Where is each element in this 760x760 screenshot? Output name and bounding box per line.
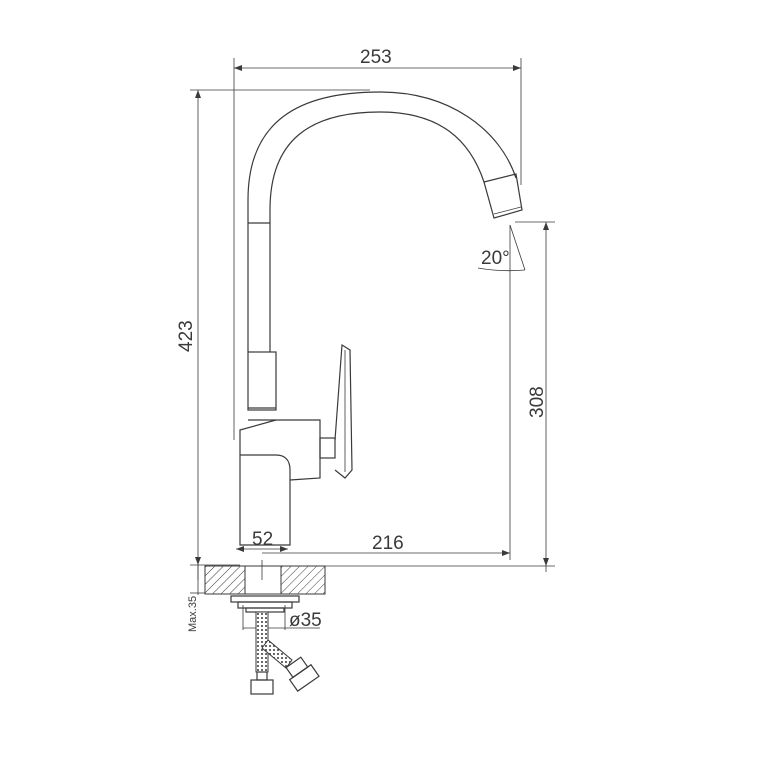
dim-216-label: 216 <box>372 533 404 554</box>
dim-base-width: 52 <box>236 529 288 552</box>
dim-20deg-label: 20° <box>481 248 510 269</box>
dim-308-label: 308 <box>527 386 548 418</box>
countertop <box>204 560 326 595</box>
dim-spout-angle: 20° <box>477 224 526 272</box>
dim-total-width: 253 <box>233 47 522 440</box>
dim-spout-reach: 216 <box>262 225 511 560</box>
faucet-body <box>239 91 523 546</box>
dim-423-label: 423 <box>176 320 197 352</box>
supply-hoses <box>250 611 320 695</box>
dim-52-label: 52 <box>252 529 273 550</box>
dim-253-label: 253 <box>360 47 392 68</box>
dim-35-diameter-label: ø35 <box>289 610 322 631</box>
mounting-hardware: ø35 <box>230 595 322 631</box>
dim-max-thickness: Max.35 <box>187 565 205 632</box>
dim-total-height: 423 <box>176 89 370 580</box>
dim-max35-label: Max.35 <box>187 596 199 632</box>
dim-spout-height: 308 <box>290 221 555 572</box>
